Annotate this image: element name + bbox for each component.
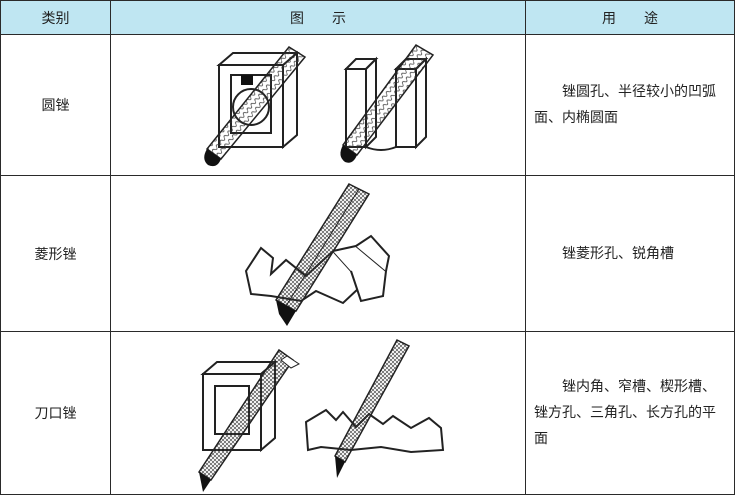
use-text: 锉内角、窄槽、楔形槽、锉方孔、三角孔、长方孔的平面 xyxy=(534,379,716,447)
table-header-row: 类别 图 示 用 途 xyxy=(0,0,735,35)
diamond-file xyxy=(274,183,371,326)
use-text: 锉菱形孔、锐角槽 xyxy=(562,245,674,262)
type-cell: 圆锉 xyxy=(0,34,111,176)
header-use: 用 途 xyxy=(525,0,735,35)
groove-workpiece xyxy=(304,408,445,454)
knife-file-illustration xyxy=(197,339,445,492)
figure-cell xyxy=(110,331,526,495)
knife-file-right xyxy=(334,339,411,478)
knife-file-left xyxy=(197,348,300,492)
round-file-right xyxy=(340,44,435,163)
header-figure: 图 示 xyxy=(110,0,526,35)
use-cell: 锉内角、窄槽、楔形槽、锉方孔、三角孔、长方孔的平面 xyxy=(525,331,735,495)
figure-cell xyxy=(110,34,526,176)
type-cell: 菱形锉 xyxy=(0,175,111,332)
use-cell: 锉圆孔、半径较小的凹弧面、内椭圆面 xyxy=(525,34,735,176)
diamond-file-illustration xyxy=(244,183,391,326)
use-cell: 锉菱形孔、锐角槽 xyxy=(525,175,735,332)
round-file-left xyxy=(204,46,307,167)
table-row: 刀口锉 xyxy=(0,331,735,495)
round-file-illustration xyxy=(204,44,435,167)
table-row: 圆锉 xyxy=(0,34,735,176)
header-type: 类别 xyxy=(0,0,111,35)
table-row: 菱形锉 xyxy=(0,175,735,332)
use-text: 锉圆孔、半径较小的凹弧面、内椭圆面 xyxy=(534,84,716,126)
figure-cell xyxy=(110,175,526,332)
type-cell: 刀口锉 xyxy=(0,331,111,495)
